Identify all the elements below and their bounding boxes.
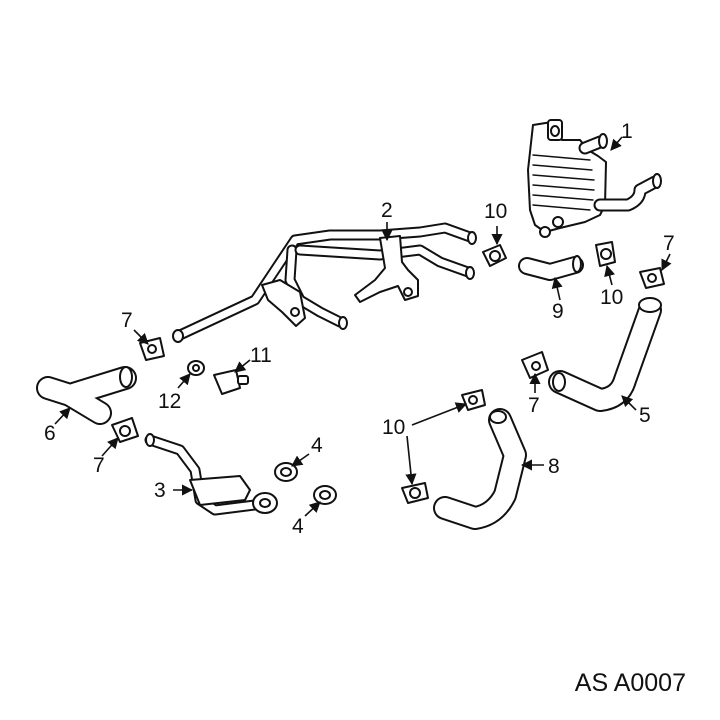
hose-9 xyxy=(518,255,584,281)
callout-7-left-upper: 7 xyxy=(121,309,133,332)
callout-3: 3 xyxy=(154,479,166,502)
clamp-7-right xyxy=(639,267,665,289)
clamp-7-left-upper xyxy=(139,337,165,361)
callout-12: 12 xyxy=(158,390,181,413)
callout-8: 8 xyxy=(548,455,560,478)
clamp-7-left-lower xyxy=(111,417,139,443)
callout-7-left-lower: 7 xyxy=(93,454,105,477)
callout-11: 11 xyxy=(250,344,272,367)
check-valve xyxy=(213,369,249,395)
gasket xyxy=(187,360,205,376)
hose-6 xyxy=(36,366,137,425)
callout-10-right: 10 xyxy=(600,286,623,309)
callout-4-lower: 4 xyxy=(292,515,304,538)
clamp-10-upper xyxy=(482,244,507,267)
callout-7-right: 7 xyxy=(663,232,675,255)
callout-9: 9 xyxy=(552,300,564,323)
washer-lower xyxy=(313,485,337,505)
callout-labels: 1 2 3 4 4 5 6 7 7 7 7 8 9 10 10 10 11 12 xyxy=(44,120,675,538)
hose-8 xyxy=(433,408,527,530)
oil-cooler xyxy=(527,119,662,238)
clamp-10-right xyxy=(595,241,616,267)
callout-2: 2 xyxy=(381,199,393,222)
leader-lines xyxy=(54,136,672,517)
callout-7-mid: 7 xyxy=(528,394,540,417)
oil-pipe-bracket xyxy=(144,433,278,516)
clamp-7-mid xyxy=(521,351,549,379)
washer-upper xyxy=(274,462,298,482)
callout-5: 5 xyxy=(639,404,651,427)
callout-10-upper: 10 xyxy=(484,200,507,223)
callout-6: 6 xyxy=(44,422,56,445)
oil-pipe-assembly xyxy=(172,222,477,343)
callout-10-low: 10 xyxy=(382,416,405,439)
callout-4-upper: 4 xyxy=(311,434,323,457)
diagram-reference-code: AS A0007 xyxy=(574,669,686,697)
clamp-10-mid xyxy=(461,389,486,411)
hose-5 xyxy=(548,297,662,412)
clamp-10-low xyxy=(401,482,429,504)
callout-1: 1 xyxy=(621,120,633,143)
